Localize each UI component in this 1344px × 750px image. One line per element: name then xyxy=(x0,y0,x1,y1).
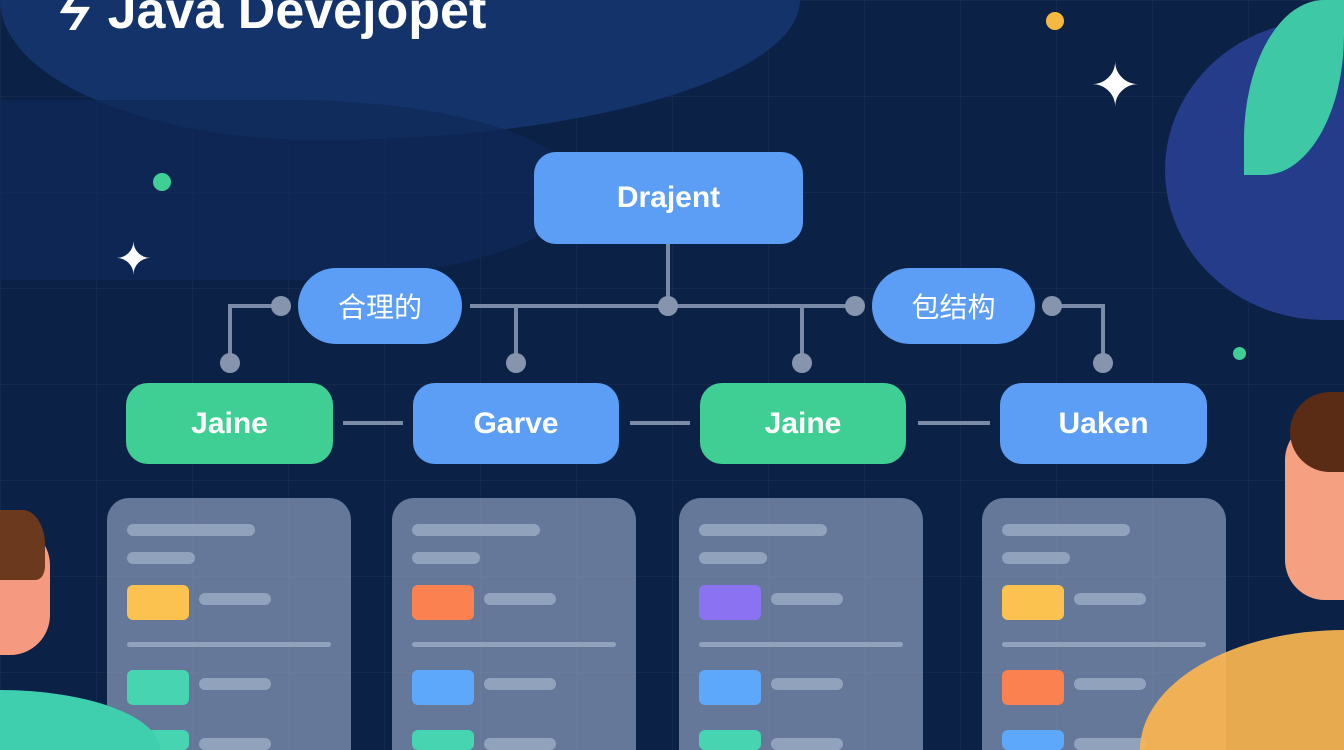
page-title: ϟ Java Devejopet xyxy=(52,0,487,43)
placeholder-line xyxy=(412,552,480,564)
color-swatch xyxy=(1002,670,1064,705)
sparkle-icon: ✦ xyxy=(115,235,152,284)
child-node[interactable]: Garve xyxy=(413,383,619,464)
root-node[interactable]: Drajent xyxy=(534,152,803,244)
placeholder-line xyxy=(1002,524,1130,536)
dot-decoration xyxy=(1046,12,1064,30)
placeholder-line xyxy=(1074,738,1146,750)
color-swatch xyxy=(127,585,189,620)
connector xyxy=(230,304,282,308)
placeholder-line xyxy=(1074,678,1146,690)
connector xyxy=(1101,304,1105,362)
placeholder-line xyxy=(1002,552,1070,564)
connector xyxy=(228,304,232,362)
connector-dot xyxy=(658,296,678,316)
child-node[interactable]: Jaine xyxy=(126,383,333,464)
color-swatch xyxy=(699,585,761,620)
child-node[interactable]: Uaken xyxy=(1000,383,1207,464)
connector xyxy=(666,244,670,306)
connector xyxy=(918,421,990,425)
connector-dot xyxy=(1093,353,1113,373)
list-card xyxy=(392,498,636,750)
sparkle-icon: ✦ xyxy=(1090,52,1141,119)
color-swatch xyxy=(412,670,474,705)
color-swatch xyxy=(699,730,761,750)
color-swatch xyxy=(1002,585,1064,620)
person-left-hair xyxy=(0,510,45,580)
placeholder-line xyxy=(1074,593,1146,605)
child-node[interactable]: Jaine xyxy=(700,383,906,464)
divider xyxy=(699,642,903,647)
placeholder-line xyxy=(484,738,556,750)
placeholder-line xyxy=(199,678,271,690)
connector-dot xyxy=(271,296,291,316)
branch-node[interactable]: 包结构 xyxy=(872,268,1035,344)
placeholder-line xyxy=(412,524,540,536)
placeholder-line xyxy=(127,524,255,536)
placeholder-line xyxy=(484,593,556,605)
color-swatch xyxy=(127,670,189,705)
branch-node[interactable]: 合理的 xyxy=(298,268,462,344)
divider xyxy=(127,642,331,647)
placeholder-line xyxy=(699,524,827,536)
list-card xyxy=(679,498,923,750)
placeholder-line xyxy=(199,593,271,605)
background-wave xyxy=(0,100,580,280)
color-swatch xyxy=(412,585,474,620)
dot-decoration xyxy=(1233,347,1246,360)
connector-dot xyxy=(845,296,865,316)
color-swatch xyxy=(412,730,474,750)
connector-dot xyxy=(220,353,240,373)
color-swatch xyxy=(699,670,761,705)
divider xyxy=(412,642,616,647)
list-card xyxy=(107,498,351,750)
connector-dot xyxy=(792,353,812,373)
list-card xyxy=(982,498,1226,750)
connector xyxy=(514,306,518,362)
placeholder-line xyxy=(771,593,843,605)
connector xyxy=(800,306,804,362)
connector xyxy=(630,421,690,425)
placeholder-line xyxy=(771,678,843,690)
placeholder-line xyxy=(199,738,271,750)
divider xyxy=(1002,642,1206,647)
placeholder-line xyxy=(484,678,556,690)
placeholder-line xyxy=(699,552,767,564)
color-swatch xyxy=(1002,730,1064,750)
placeholder-line xyxy=(127,552,195,564)
connector xyxy=(1052,304,1104,308)
connector xyxy=(343,421,403,425)
placeholder-line xyxy=(771,738,843,750)
connector-dot xyxy=(506,353,526,373)
dot-decoration xyxy=(153,173,171,191)
connector-dot xyxy=(1042,296,1062,316)
